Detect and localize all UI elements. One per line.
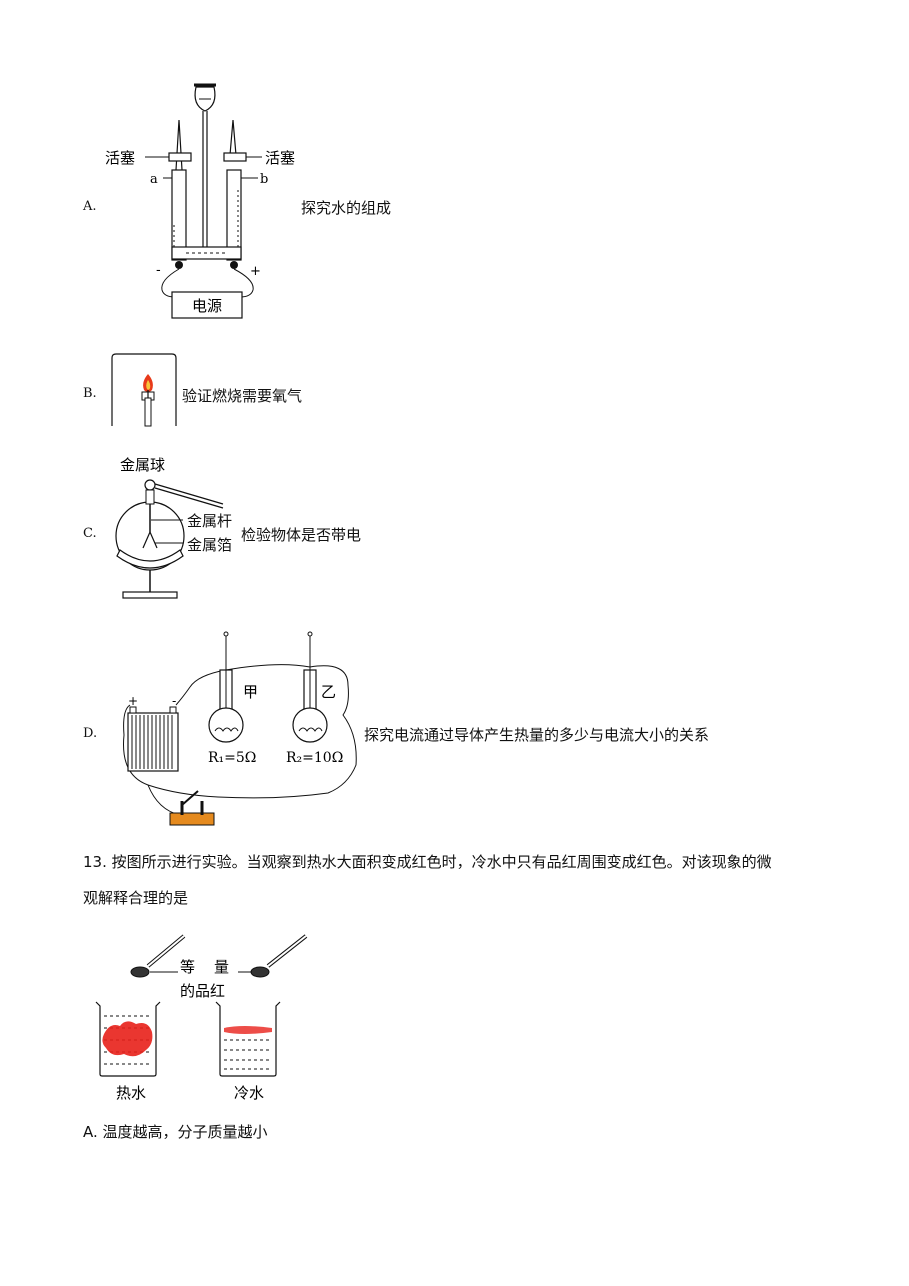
option-c-caption: 检验物体是否带电: [241, 526, 362, 544]
anode-terminal: [230, 261, 238, 269]
battery: [127, 706, 179, 772]
option-b-letter: B.: [83, 386, 97, 401]
dye-label: 的品红: [180, 982, 225, 1000]
question-13-line2: 观解释合理的是: [83, 889, 189, 907]
flask-jia: [208, 631, 244, 743]
label-jia: 甲: [243, 683, 258, 701]
label-b: b: [260, 172, 268, 187]
power-label: 电源: [192, 297, 222, 315]
reservoir-funnel: [194, 83, 216, 250]
battery-plus-label: +: [128, 694, 138, 708]
switch: [169, 790, 215, 826]
option-d-letter: D.: [83, 726, 98, 741]
stand-base: [122, 591, 178, 599]
equal-label-1: 等: [180, 958, 195, 976]
cold-water-label: 冷水: [234, 1084, 264, 1102]
metal-foil: [142, 531, 158, 549]
plus-label: +: [250, 264, 261, 279]
beaker-cold-water: [215, 1001, 281, 1077]
electrolysis-apparatus: 电源 活塞 活塞 a b - +: [105, 83, 295, 319]
hot-water-label: 热水: [116, 1084, 146, 1102]
candle: [144, 397, 152, 427]
metal-rod-label: 金属杆: [187, 512, 233, 530]
option-a-caption: 探究水的组成: [301, 199, 392, 217]
metal-ball: [144, 479, 156, 491]
beaker-hot-water: [95, 1001, 161, 1077]
label-r1: R₁=5Ω: [208, 750, 256, 766]
question-13-line1: 13. 按图所示进行实验。当观察到热水大面积变成红色时，冷水中只有品红周围变成红…: [83, 853, 772, 871]
label-a: a: [150, 172, 158, 187]
option-d-caption: 探究电流通过导体产生热量的多少与电流大小的关系: [364, 726, 710, 744]
option-a-letter: A.: [83, 199, 97, 214]
metal-ball-label: 金属球: [120, 456, 165, 474]
diffusion-experiment: 等 量 的品红 热水 冷水: [95, 934, 308, 1102]
red-dye-hot: [102, 1021, 153, 1057]
label-yi: 乙: [321, 683, 336, 701]
spoon-left: [130, 934, 186, 978]
option-c-letter: C.: [83, 526, 97, 541]
label-r2: R₂=10Ω: [286, 750, 343, 766]
heating-circuit: + - 甲 乙 R₁=5Ω R₂=10Ω: [123, 631, 357, 826]
minus-label: -: [156, 263, 161, 278]
left-tube: [145, 119, 192, 261]
candle-in-jar: [111, 353, 177, 427]
metal-foil-label: 金属箔: [187, 536, 233, 554]
battery-minus-label: -: [172, 694, 176, 708]
cathode-terminal: [175, 261, 183, 269]
equal-label-2: 量: [214, 958, 229, 976]
electroscope: 金属球: [115, 456, 224, 599]
spoon-right: [250, 934, 308, 978]
option-b-caption: 验证燃烧需要氧气: [182, 387, 303, 405]
stopcock-left-label: 活塞: [105, 149, 135, 167]
power-supply-box: [171, 291, 243, 319]
question-13-choice-a: A. 温度越高，分子质量越小: [83, 1123, 268, 1141]
stopcock-right-label: 活塞: [265, 149, 295, 167]
red-dye-cold: [224, 1026, 272, 1034]
flask-yi: [292, 631, 328, 743]
right-tube: [223, 119, 262, 261]
bottom-connector: [171, 246, 242, 260]
